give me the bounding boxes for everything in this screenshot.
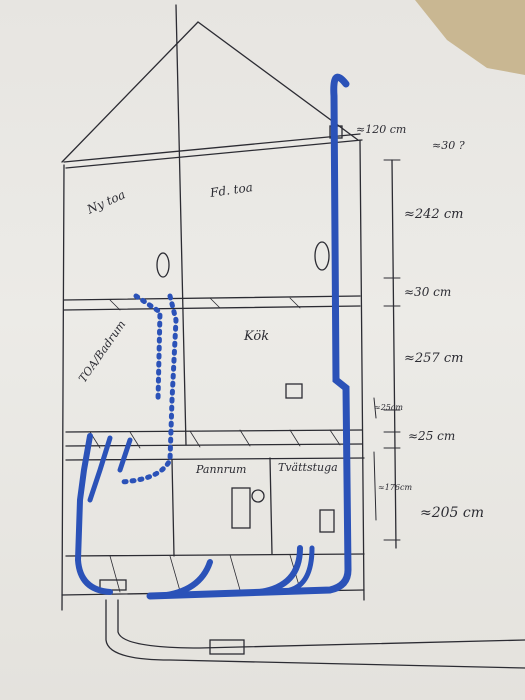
main-vent-stack <box>146 73 352 600</box>
label-kok: Kök <box>244 329 270 344</box>
sewer-line-2 <box>117 599 525 649</box>
measure-176: ≈176cm <box>378 483 413 492</box>
laundry-drain-1 <box>257 545 303 595</box>
bathroom-drain-3 <box>117 437 133 473</box>
dotted-vent-2 <box>133 293 163 403</box>
table-corner <box>415 0 525 75</box>
sewer-line <box>105 599 525 669</box>
roof-outline <box>61 21 359 163</box>
measure-205: ≈205 cm <box>420 505 485 521</box>
toilet-top-left <box>156 252 170 278</box>
right-wall <box>359 139 365 601</box>
attic-floor-line-2 <box>65 139 363 169</box>
basement-floor <box>65 553 365 557</box>
boiler <box>231 487 251 529</box>
washer <box>319 509 335 533</box>
basement-wall-1 <box>171 459 175 557</box>
floor-line-1b <box>63 305 361 311</box>
toilet-top-right <box>314 241 330 271</box>
label-tvattstuga: Tvättstuga <box>278 461 338 474</box>
floor-line-2 <box>65 429 363 433</box>
bathroom-drain-1 <box>74 433 113 595</box>
measure-25-small: ≈25cm <box>374 403 403 412</box>
dotted-vent-1 <box>117 293 179 485</box>
measure-line <box>391 159 397 549</box>
floor-line-2b <box>65 443 363 447</box>
measure-257: ≈257 cm <box>404 351 464 366</box>
measure-25: ≈25 cm <box>408 429 456 443</box>
floor-drain <box>99 579 127 591</box>
vent-pole-line <box>175 4 187 446</box>
sink-kitchen <box>285 383 303 399</box>
boiler-drain <box>157 559 213 599</box>
basement-wall-2 <box>269 457 273 555</box>
left-wall <box>61 164 65 611</box>
laundry-drain-2 <box>287 545 315 593</box>
sewer-well <box>209 639 245 655</box>
label-pannrum: Pannrum <box>196 463 247 476</box>
measure-30: ≈30 cm <box>404 285 452 299</box>
attic-floor-line <box>63 133 361 163</box>
measure-242: ≈242 cm <box>404 207 464 222</box>
floor-line-1 <box>63 295 361 301</box>
measure-120: ≈120 cm <box>356 123 407 136</box>
measure-30q: ≈30 ? <box>432 139 465 152</box>
basement-ceiling <box>65 457 365 461</box>
boiler-gauge <box>251 489 265 503</box>
bathroom-drain-2 <box>87 435 113 503</box>
